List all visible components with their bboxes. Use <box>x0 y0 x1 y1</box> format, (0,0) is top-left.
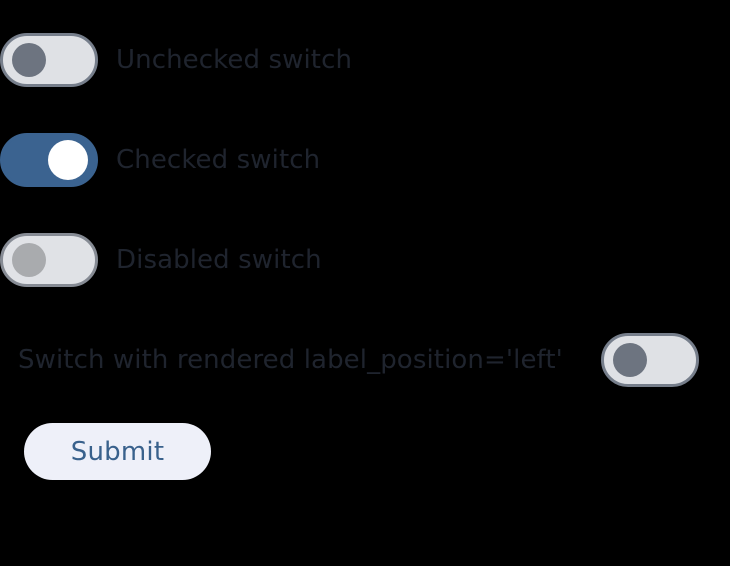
switch-label-disabled: Disabled switch <box>116 245 322 275</box>
switch-label-left-position: Switch with rendered label_position='lef… <box>18 345 563 375</box>
switch-knob-icon <box>12 243 46 277</box>
submit-button[interactable]: Submit <box>24 423 211 480</box>
form-row-label-left: Switch with rendered label_position='lef… <box>0 332 730 388</box>
switch-disabled <box>0 233 98 287</box>
switch-label-unchecked: Unchecked switch <box>116 45 353 75</box>
switch-knob-icon <box>613 343 647 377</box>
switch-knob-icon <box>48 140 88 180</box>
switch-label-checked: Checked switch <box>116 145 321 175</box>
switch-checked[interactable] <box>0 133 98 187</box>
switch-knob-icon <box>12 43 46 77</box>
switch-unchecked[interactable] <box>0 33 98 87</box>
form-row-unchecked: Unchecked switch <box>0 32 730 88</box>
switch-label-left[interactable] <box>601 333 699 387</box>
form-row-disabled: Disabled switch <box>0 232 730 288</box>
form-row-checked: Checked switch <box>0 132 730 188</box>
